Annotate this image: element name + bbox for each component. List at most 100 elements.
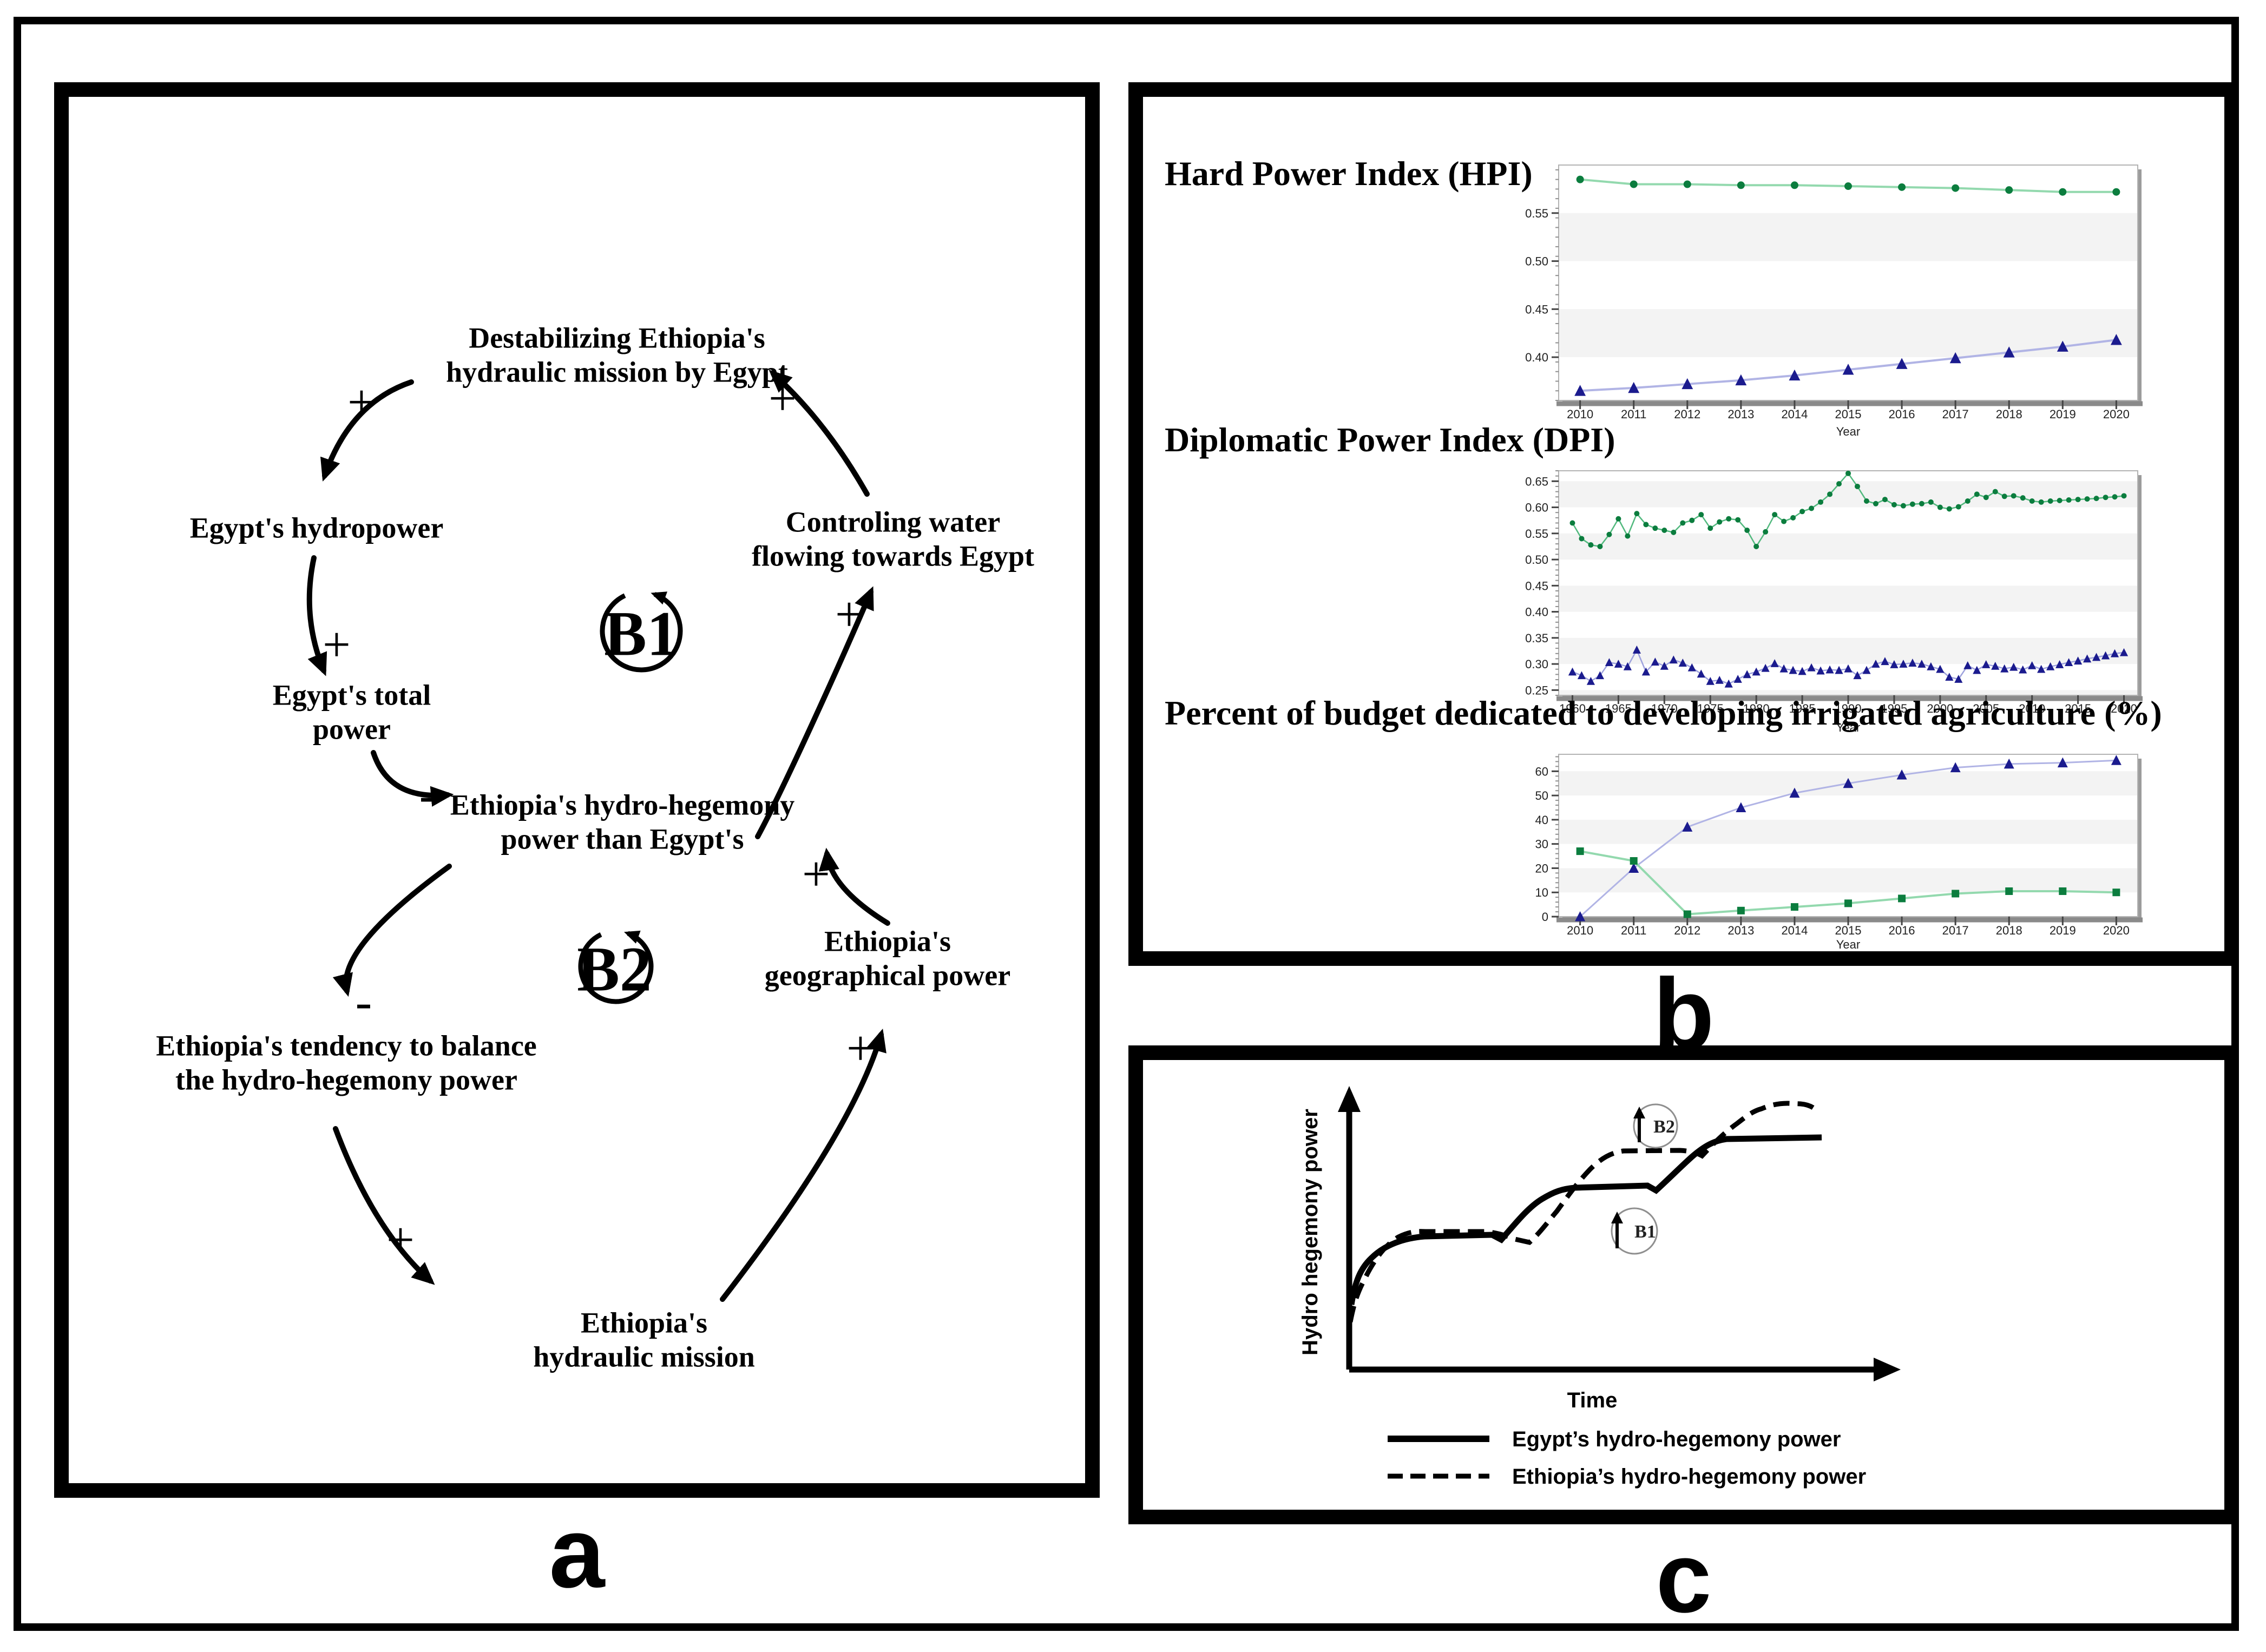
sign-plus-6: + bbox=[846, 1021, 875, 1076]
svg-text:B2: B2 bbox=[1653, 1117, 1675, 1137]
svg-text:2020: 2020 bbox=[2103, 407, 2130, 421]
edge-hydraulic-to-geographical bbox=[720, 1028, 886, 1302]
svg-text:0.25: 0.25 bbox=[1525, 683, 1548, 697]
svg-text:2015: 2015 bbox=[1835, 924, 1862, 937]
svg-text:0.55: 0.55 bbox=[1525, 207, 1548, 220]
svg-text:2000: 2000 bbox=[1927, 702, 1953, 715]
loop-b1-icon: B1 bbox=[1611, 1207, 1658, 1255]
ethiopia-hegemony-curve bbox=[1348, 1101, 1816, 1322]
svg-text:1970: 1970 bbox=[1651, 702, 1678, 715]
node-destabilizing: Destabilizing Ethiopia's hydraulic missi… bbox=[446, 321, 788, 388]
svg-text:0.50: 0.50 bbox=[1525, 553, 1548, 567]
sign-minus-2: - bbox=[356, 974, 372, 1029]
panel-a-causal-loop-diagram: B1 B2 + + - + + - + + + Destabilizing Et… bbox=[54, 82, 1100, 1498]
svg-text:40: 40 bbox=[1535, 813, 1548, 827]
y-axis-label: Hydro hegemony power bbox=[1298, 1109, 1322, 1355]
edge-geographical-to-hegemony bbox=[818, 847, 890, 926]
svg-text:0.60: 0.60 bbox=[1525, 501, 1548, 515]
svg-text:2016: 2016 bbox=[1889, 407, 1915, 421]
svg-text:2017: 2017 bbox=[1942, 924, 1969, 937]
svg-text:2010: 2010 bbox=[1567, 407, 1593, 421]
loop-b2-label: B2 bbox=[577, 934, 652, 1005]
node-controlling-water: Controling water flowing towards Egypt bbox=[751, 505, 1035, 572]
node-egypt-total-power: Egypt's total power bbox=[272, 679, 431, 745]
legend-ethiopia-label: Ethiopia’s hydro-hegemony power bbox=[1512, 1465, 1866, 1489]
sign-plus-5: + bbox=[386, 1212, 415, 1267]
node-hydraulic-mission: Ethiopia's hydraulic mission bbox=[533, 1306, 755, 1373]
edge-tendency-to-hydraulic bbox=[333, 1126, 435, 1285]
hpi-chart-title: Hard Power Index (HPI) bbox=[1165, 154, 1533, 193]
svg-text:Year: Year bbox=[1836, 425, 1860, 438]
svg-text:1985: 1985 bbox=[1789, 702, 1816, 715]
svg-text:0.55: 0.55 bbox=[1525, 527, 1548, 541]
sign-minus-1: - bbox=[419, 767, 436, 822]
svg-text:0.35: 0.35 bbox=[1525, 631, 1548, 645]
svg-text:1995: 1995 bbox=[1881, 702, 1907, 715]
legend-egypt-label: Egypt’s hydro-hegemony power bbox=[1512, 1427, 1841, 1451]
svg-text:2011: 2011 bbox=[1621, 924, 1646, 937]
svg-text:2013: 2013 bbox=[1728, 924, 1754, 937]
svg-text:2015: 2015 bbox=[1835, 407, 1862, 421]
svg-text:1980: 1980 bbox=[1743, 702, 1770, 715]
svg-text:Year: Year bbox=[1836, 938, 1860, 951]
edge-hydropower-to-total-power bbox=[306, 555, 327, 676]
panel-b-index-charts: Hard Power Index (HPI) 0.40 0.45 0.50 0.55 2… bbox=[1128, 82, 2239, 966]
svg-text:2012: 2012 bbox=[1674, 407, 1700, 421]
svg-text:10: 10 bbox=[1535, 886, 1548, 899]
sign-plus-2: + bbox=[323, 617, 351, 672]
svg-text:0.40: 0.40 bbox=[1525, 351, 1548, 364]
panel-b-letter: b bbox=[1653, 958, 1715, 1070]
sign-plus-4: + bbox=[769, 371, 797, 426]
edge-controlling-to-destabilizing bbox=[769, 370, 870, 497]
svg-text:2010: 2010 bbox=[1567, 924, 1593, 937]
svg-text:2014: 2014 bbox=[1781, 924, 1808, 937]
budget-chart-title: Percent of budget dedicated to developin… bbox=[1165, 694, 2162, 732]
node-tendency-balance: Ethiopia's tendency to balance the hydro… bbox=[156, 1029, 537, 1096]
svg-text:2010: 2010 bbox=[2019, 702, 2045, 715]
svg-text:2018: 2018 bbox=[1996, 407, 2022, 421]
svg-text:2016: 2016 bbox=[1889, 924, 1915, 937]
edge-hegemony-to-tendency bbox=[332, 864, 452, 997]
edge-hegemony-to-controlling bbox=[755, 586, 874, 839]
svg-text:60: 60 bbox=[1535, 765, 1548, 778]
dpi-chart-title: Diplomatic Power Index (DPI) bbox=[1165, 420, 1615, 459]
loop-b2-icon: B2 bbox=[1633, 1103, 1678, 1149]
svg-text:Year: Year bbox=[1836, 721, 1860, 734]
legend: Egypt’s hydro-hegemony power Ethiopia’s … bbox=[1388, 1427, 1866, 1489]
svg-text:2012: 2012 bbox=[1674, 924, 1700, 937]
edge-total-power-to-hegemony bbox=[371, 750, 454, 807]
sign-plus-1: + bbox=[347, 374, 376, 430]
svg-text:2019: 2019 bbox=[2050, 407, 2076, 421]
svg-text:2019: 2019 bbox=[2050, 924, 2076, 937]
loop-b1-circle bbox=[600, 591, 683, 673]
svg-text:0: 0 bbox=[1542, 910, 1548, 924]
sign-plus-3: + bbox=[835, 587, 863, 642]
svg-text:2020: 2020 bbox=[2111, 702, 2137, 715]
svg-text:2005: 2005 bbox=[1973, 702, 1999, 715]
svg-text:1960: 1960 bbox=[1559, 702, 1586, 715]
svg-text:0.50: 0.50 bbox=[1525, 255, 1548, 268]
y-axis-arrowhead bbox=[1338, 1086, 1361, 1112]
behaviour-over-time-graph: B2 B1 Hydro hegemony power Time Egypt’s … bbox=[1298, 1086, 1901, 1489]
svg-text:2011: 2011 bbox=[1621, 407, 1646, 421]
svg-text:2018: 2018 bbox=[1996, 924, 2022, 937]
svg-text:0.45: 0.45 bbox=[1525, 579, 1548, 593]
svg-text:0.45: 0.45 bbox=[1525, 302, 1548, 316]
panel-c-behaviour-chart: B2 B1 Hydro hegemony power Time Egypt’s … bbox=[1128, 1045, 2239, 1524]
causal-loop-arrows: B1 B2 + + - + + - + + + bbox=[306, 370, 890, 1302]
svg-text:1975: 1975 bbox=[1697, 702, 1724, 715]
node-egypt-hydropower: Egypt's hydropower bbox=[189, 511, 444, 544]
svg-text:2020: 2020 bbox=[2103, 924, 2130, 937]
svg-text:2013: 2013 bbox=[1728, 407, 1754, 421]
egypt-hegemony-curve bbox=[1348, 1134, 1822, 1305]
panel-c-letter: c bbox=[1656, 1522, 1712, 1634]
svg-text:0.65: 0.65 bbox=[1525, 475, 1548, 488]
svg-text:B1: B1 bbox=[1634, 1222, 1656, 1242]
svg-text:50: 50 bbox=[1535, 789, 1548, 802]
sign-plus-7: + bbox=[802, 846, 830, 901]
svg-text:1965: 1965 bbox=[1605, 702, 1632, 715]
svg-text:30: 30 bbox=[1535, 838, 1548, 851]
x-axis-arrowhead bbox=[1874, 1358, 1901, 1381]
